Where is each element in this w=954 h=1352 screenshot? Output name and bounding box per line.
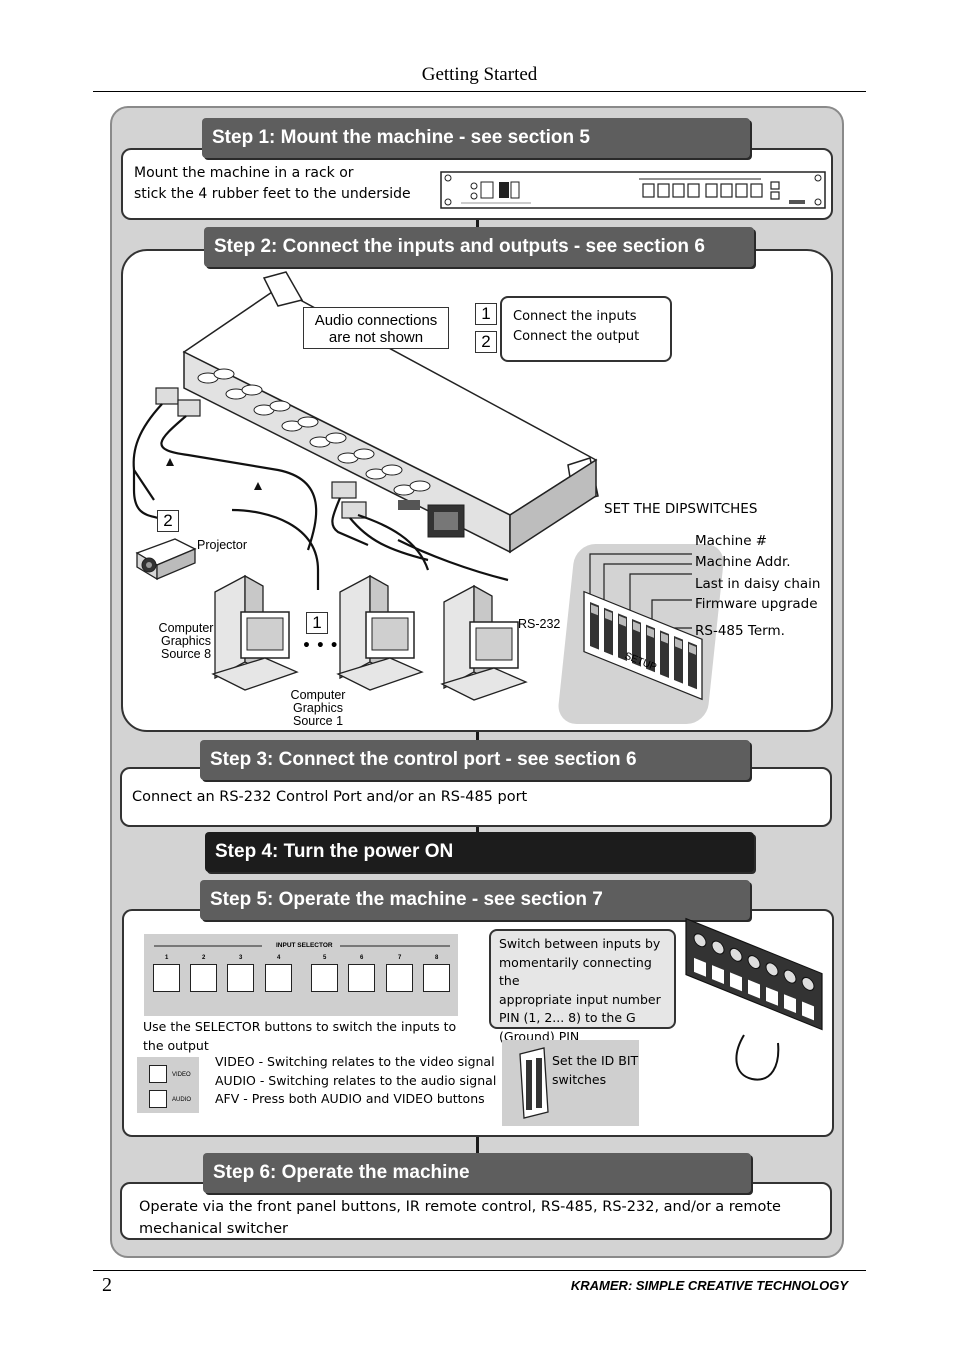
source8-label-line3: Source 8 (160, 647, 212, 661)
remote-callout: Switch between inputs by momentarily con… (489, 929, 676, 1044)
selector-number-5: 5 (323, 955, 327, 961)
signal-cables (132, 470, 509, 590)
source1-label-line1: Computer (290, 688, 346, 702)
source1-label: Computer Graphics Source 1 (283, 689, 353, 728)
selector-number-7: 7 (398, 955, 402, 961)
selector-button-8 (423, 964, 450, 992)
page-header-title: Getting Started (421, 64, 538, 85)
selector-number-6: 6 (360, 955, 364, 961)
computer-source1-icon (336, 574, 424, 691)
source1-label-line2: Graphics (292, 701, 344, 715)
source8-label-line1: Computer (158, 621, 214, 635)
computer-controller-icon (440, 584, 528, 701)
connect-callout: Connect the inputs Connect the output (500, 296, 672, 362)
remote-callout-text: Switch between inputs by momentarily con… (499, 935, 674, 1046)
video-button-label: VIDEO (172, 1072, 191, 1078)
remote-text-line4: PIN (1, 2... 8) to the G (499, 1010, 636, 1025)
id-bit-line1: Set the ID BIT (552, 1053, 639, 1068)
id-bit-line2: switches (552, 1071, 607, 1087)
input-selector-header: INPUT SELECTOR (276, 942, 333, 949)
selector-instructions: Use the SELECTOR buttons to switch the i… (143, 1017, 456, 1055)
projector-icon (135, 538, 197, 581)
step3-text: Connect an RS-232 Control Port and/or an… (132, 789, 528, 805)
projector-label: Projector (197, 538, 248, 552)
dip-title: SET THE DIPSWITCHES (604, 501, 758, 517)
selector-button-7 (386, 964, 413, 992)
selector-number-3: 3 (239, 955, 243, 961)
mode-line-afv: AFV - Press both AUDIO and VIDEO buttons (215, 1091, 485, 1106)
flow-connector (476, 730, 479, 742)
remote-text-line5: (Ground) PIN (499, 1028, 580, 1044)
audio-note-line2: are not shown (328, 329, 424, 346)
remote-text-line2: momentarily connecting the (499, 954, 652, 989)
page-header: Getting Started (93, 64, 866, 92)
footer-rule (93, 1270, 866, 1271)
selector-button-5 (311, 964, 338, 992)
projector-number: 2 (157, 510, 179, 532)
remote-terminal-block-icon: REMOTE (685, 917, 823, 1081)
flow-connector (476, 1136, 479, 1156)
mode-line-audio: AUDIO - Switching relates to the audio s… (215, 1072, 497, 1088)
step1-text-line1: Mount the machine in a rack or (134, 165, 354, 181)
audio-note-line1: Audio connections (314, 312, 438, 329)
remote-text-line1: Switch between inputs by (499, 936, 661, 951)
source1-label-line3: Source 1 (292, 714, 344, 728)
ellipsis: • • • (302, 638, 339, 654)
step1-text-line2: stick the 4 rubber feet to the underside (134, 186, 411, 202)
step6-text-line2: mechanical switcher (139, 1221, 288, 1237)
footer-brand: KRAMER: SIMPLE CREATIVE TECHNOLOGY (570, 1278, 848, 1293)
page-number: 2 (102, 1274, 112, 1296)
dip-item-machine-addr: Machine Addr. (695, 554, 791, 570)
selector-number-2: 2 (202, 955, 206, 961)
dip-item-last-in-chain: Last in daisy chain (695, 576, 821, 592)
audio-note: Audio connections are not shown (303, 307, 449, 349)
step5-title: Step 5: Operate the machine - see sectio… (200, 880, 750, 920)
selector-number-4: 4 (277, 955, 281, 961)
step1-title: Step 1: Mount the machine - see section … (202, 118, 750, 158)
selector-instructions-line2: the output (143, 1038, 209, 1053)
dip-item-machine-number: Machine # (695, 533, 768, 549)
flow-connector (476, 826, 479, 836)
step2-title: Step 2: Connect the inputs and outputs -… (204, 227, 754, 267)
dip-item-firmware-upgrade: Firmware upgrade (695, 596, 818, 612)
selector-number-1: 1 (165, 955, 169, 961)
switcher-rear-illustration (132, 271, 599, 562)
video-button (149, 1065, 167, 1083)
dip-item-rs485-term: RS-485 Term. (695, 623, 785, 639)
step6-text: Operate via the front panel buttons, IR … (139, 1196, 781, 1240)
step4-title: Step 4: Turn the power ON (205, 832, 754, 872)
mode-line-video: VIDEO - Switching relates to the video s… (215, 1054, 495, 1069)
step6-text-line1: Operate via the front panel buttons, IR … (139, 1199, 781, 1215)
rs232-label: RS-232 (518, 617, 561, 631)
step1-text: Mount the machine in a rack or stick the… (134, 163, 411, 205)
selector-button-2 (190, 964, 217, 992)
video-audio-panel (137, 1057, 199, 1113)
callout-number-2: 2 (475, 331, 497, 353)
sources-number: 1 (306, 612, 328, 634)
source8-label: Computer Graphics Source 8 (152, 622, 220, 661)
remote-text-line3: appropriate input number (499, 991, 661, 1007)
dip-switch-block: SETUP (583, 553, 703, 701)
audio-button (149, 1090, 167, 1108)
selector-button-1 (153, 964, 180, 992)
step6-title: Step 6: Operate the machine (203, 1153, 751, 1193)
selector-instructions-line1: Use the SELECTOR buttons to switch the i… (143, 1019, 457, 1034)
mode-descriptions: VIDEO - Switching relates to the video s… (215, 1053, 496, 1109)
callout-line-output: Connect the output (513, 329, 640, 344)
step3-title: Step 3: Connect the control port - see s… (200, 740, 750, 780)
machine-front-panel-illustration (440, 171, 826, 209)
selector-button-4 (265, 964, 292, 992)
callout-number-1: 1 (475, 303, 497, 325)
selector-number-8: 8 (435, 955, 439, 961)
input-selector-header-rule (154, 945, 450, 947)
callout-line-inputs: Connect the inputs (513, 309, 637, 324)
source8-label-line2: Graphics (160, 634, 212, 648)
audio-button-label: AUDIO (172, 1097, 192, 1103)
computer-source8-icon (211, 574, 299, 691)
selector-button-6 (348, 964, 375, 992)
id-bit-switch-icon (519, 1047, 549, 1119)
id-bit-text: Set the ID BIT switches (552, 1052, 638, 1089)
selector-button-3 (227, 964, 254, 992)
